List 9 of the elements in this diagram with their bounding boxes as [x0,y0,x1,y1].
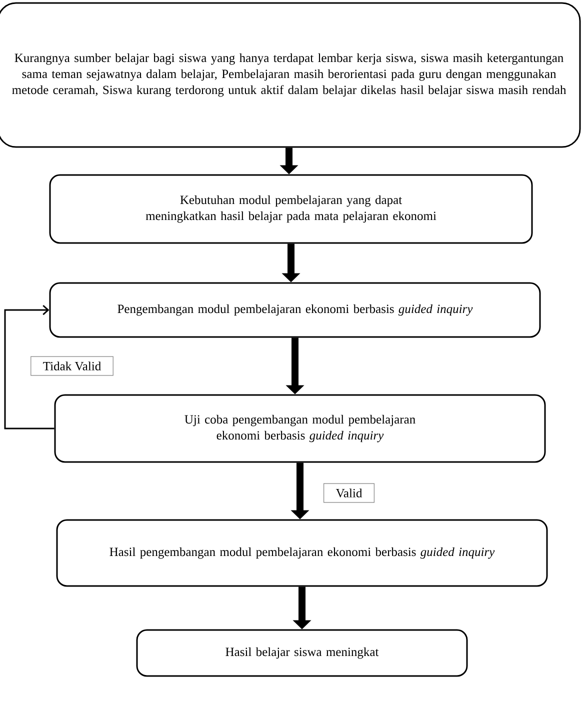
process-box: Pengembangan modul pembelajaran ekonomi berbasis guided inquiry [49,282,541,338]
process-box: Hasil belajar siswa meningkat [136,629,468,677]
edge-label: Tidak Valid [30,356,114,376]
arrow [4,304,54,430]
process-box: Hasil pengembangan modul pembelajaran ekonomi berbasis guided inquiry [56,519,548,587]
process-box: Kurangnya sumber belajar bagi siswa yang hanya terdapat lembar kerja siswa, siswa masih ketergantungan sama teman sejawatnya dalam belajar, Pembelajaran masih berorientasi pada guru dengan menggunakan metode ceramah, Siswa kurang terdorong untuk aktif dalam belajar dikelas hasil belajar siswa masih rendah [0,2,581,148]
edge-label: Valid [324,483,374,503]
process-box: Uji coba pengembangan modul pembelajaran ekonomi berbasis guided inquiry [54,394,546,463]
process-box: Kebutuhan modul pembelajaran yang dapat meningkatkan hasil belajar pada mata pelajaran ekonomi [49,174,533,244]
